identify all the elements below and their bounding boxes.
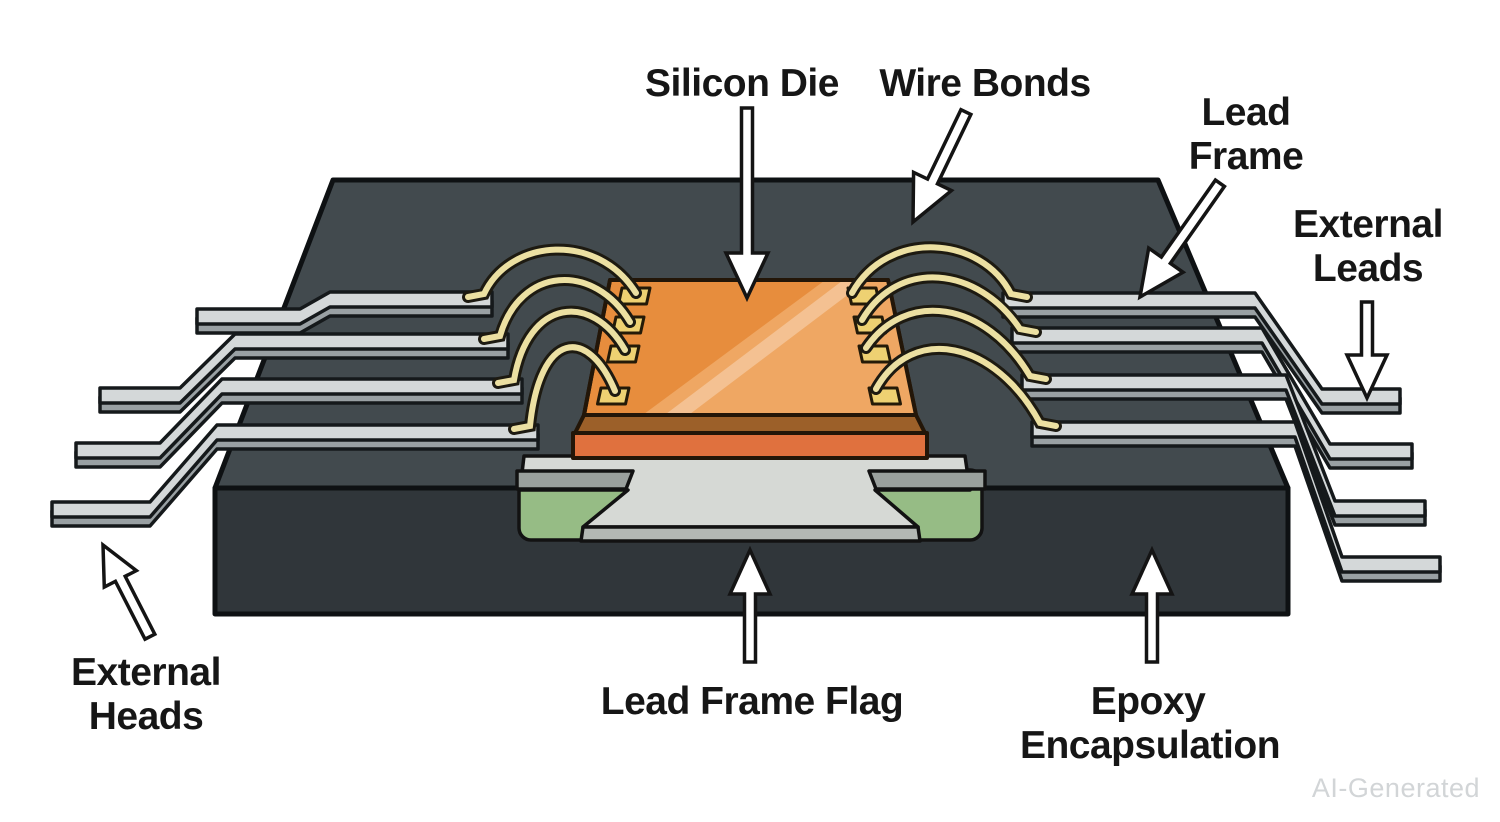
label-epoxy-line1: Epoxy bbox=[1091, 680, 1206, 723]
ai-generated-watermark: AI-Generated bbox=[1312, 773, 1480, 803]
wire-bond bbox=[495, 308, 628, 386]
label-lead-frame-line2: Frame bbox=[1189, 135, 1304, 178]
label-lead-frame-flag: Lead Frame Flag bbox=[601, 680, 903, 723]
wire-bonds bbox=[462, 241, 1062, 435]
wire-bond bbox=[859, 274, 1039, 335]
label-external-leads-line1: External bbox=[1293, 203, 1443, 246]
label-external-heads-line2: Heads bbox=[89, 695, 204, 738]
lead-frame-flag-assembly bbox=[515, 454, 987, 543]
die-front-face bbox=[571, 431, 929, 460]
wire-bonds-arrow bbox=[911, 107, 974, 226]
epoxy-encapsulation-arrow bbox=[1129, 545, 1175, 664]
wire-bond bbox=[511, 344, 618, 432]
wire-bond bbox=[481, 277, 633, 342]
wire-bond bbox=[849, 244, 1030, 300]
die-top-outline bbox=[582, 278, 918, 417]
label-epoxy-line2: Encapsulation bbox=[1020, 724, 1280, 767]
flag-strip-right bbox=[867, 469, 987, 491]
silicon-die bbox=[571, 278, 929, 460]
label-external-leads-line2: Leads bbox=[1313, 247, 1423, 290]
annotation-arrows bbox=[101, 106, 1390, 664]
flag-front-edge bbox=[579, 525, 922, 543]
lead-frame-flag-arrow bbox=[727, 545, 773, 664]
annotation-labels: Silicon Die Wire Bonds Lead Frame Extern… bbox=[71, 62, 1443, 767]
label-wire-bonds: Wire Bonds bbox=[879, 62, 1090, 105]
wire-bond bbox=[465, 246, 639, 300]
label-external-heads-line1: External bbox=[71, 651, 221, 694]
external-leads-arrow bbox=[1344, 300, 1390, 403]
external-heads-arrow bbox=[101, 541, 158, 642]
lead-frame-arrow bbox=[1137, 177, 1227, 301]
label-lead-frame-line1: Lead bbox=[1201, 91, 1290, 134]
flag-strip-left bbox=[515, 469, 635, 491]
die-top-gloss-streak bbox=[662, 280, 870, 415]
die-top-highlight bbox=[640, 280, 916, 415]
wire-bond bbox=[873, 346, 1059, 429]
die-rim bbox=[573, 413, 927, 435]
wire-bond bbox=[863, 307, 1049, 382]
silicon-die-arrow bbox=[723, 106, 771, 303]
label-silicon-die: Silicon Die bbox=[645, 62, 839, 105]
